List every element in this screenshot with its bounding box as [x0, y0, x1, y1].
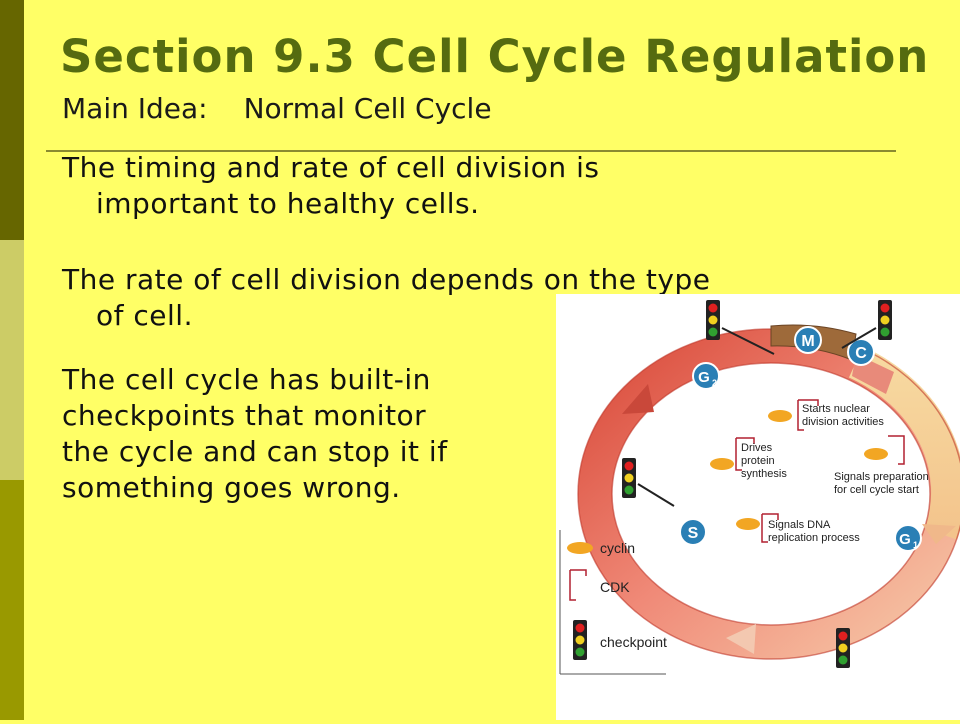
- phase-g1-label: G: [899, 531, 911, 548]
- label-nuclear-line-2: division activities: [802, 416, 884, 428]
- main-idea: Main Idea: Normal Cell Cycle: [62, 92, 492, 125]
- cyclin-icon: [736, 518, 760, 530]
- paragraph-checkpoints-line-1: The cell cycle has built-in: [62, 363, 431, 396]
- paragraph-checkpoints-line-3: the cycle and can stop it if: [62, 435, 448, 468]
- main-idea-text: Normal Cell Cycle: [243, 92, 492, 125]
- label-prep-line-2: for cell cycle start: [834, 484, 919, 496]
- slide-title: Section 9.3 Cell Cycle Regulation: [60, 30, 930, 83]
- cyclin-icon: [864, 448, 888, 460]
- checkpoint-light-top-right: [841, 300, 892, 349]
- checkpoint-light-left: [622, 458, 675, 507]
- cyclin-icon: [710, 458, 734, 470]
- label-dna-line-1: Signals DNA: [768, 519, 831, 531]
- phase-c-label: C: [855, 345, 867, 362]
- label-protein-line-2: protein: [741, 455, 775, 467]
- slide-sidebar: [0, 0, 24, 720]
- annotation-dna-replication: Signals DNA replication process: [736, 513, 860, 544]
- sidebar-band-bottom: [0, 480, 24, 720]
- legend-item-cdk: CDK: [569, 569, 630, 601]
- phase-g2-subscript: 2: [712, 378, 717, 388]
- arrowhead-g1: [922, 524, 956, 544]
- cyclin-icon: [768, 410, 792, 422]
- sidebar-band-top: [0, 0, 24, 240]
- phase-badge-s: S: [679, 518, 707, 546]
- cell-cycle-figure: M C G 2 S G 1: [556, 294, 960, 720]
- label-nuclear-line-1: Starts nuclear: [802, 403, 870, 415]
- paragraph-timing-line-2: important to healthy cells.: [96, 187, 480, 220]
- phase-m-label: M: [801, 333, 814, 350]
- g1-arc: [848, 346, 960, 540]
- legend-checkpoint-label: checkpoint: [600, 634, 667, 650]
- phase-badge-c: C: [847, 338, 875, 366]
- cdk-icon: [569, 569, 587, 601]
- label-protein-line-3: synthesis: [741, 468, 787, 480]
- paragraph-rate: The rate of cell division depends on the…: [62, 262, 922, 334]
- paragraph-checkpoints: The cell cycle has built-in checkpoints …: [62, 362, 582, 506]
- legend-item-checkpoint: checkpoint: [573, 620, 667, 660]
- phase-badge-g1: G 1: [894, 524, 922, 552]
- arrowhead-s: [726, 624, 756, 654]
- annotation-protein-synthesis: Drives protein synthesis: [710, 437, 787, 480]
- arrowhead-g2: [622, 384, 654, 414]
- phase-badge-m: M: [794, 326, 822, 354]
- label-prep-line-1: Signals preparation: [834, 471, 929, 483]
- cell-cycle-diagram: M C G 2 S G 1: [559, 300, 960, 675]
- ring-inner-edge: [611, 362, 931, 626]
- legend-cdk-label: CDK: [600, 579, 630, 595]
- label-dna-line-2: replication process: [768, 532, 860, 544]
- cdk-icon: [761, 513, 779, 543]
- paragraph-timing: The timing and rate of cell division is …: [62, 150, 882, 222]
- phase-g2-label: G: [698, 369, 710, 386]
- paragraph-rate-line-1: The rate of cell division depends on the…: [62, 263, 711, 296]
- paragraph-rate-line-2: of cell.: [96, 299, 193, 332]
- main-idea-label: Main Idea:: [62, 92, 208, 125]
- cdk-icon: [797, 399, 819, 431]
- cyclin-icon: [567, 542, 593, 554]
- phase-g1-subscript: 1: [913, 540, 918, 550]
- sidebar-band-middle: [0, 240, 24, 480]
- legend: cyclin CDK checkpoint: [559, 530, 667, 675]
- paragraph-timing-line-1: The timing and rate of cell division is: [62, 151, 600, 184]
- paragraph-checkpoints-line-4: something goes wrong.: [62, 471, 401, 504]
- annotation-nuclear-division: Starts nuclear division activities: [768, 399, 884, 431]
- checkpoint-light-top-left: [706, 300, 775, 355]
- legend-item-cyclin: cyclin: [567, 540, 635, 556]
- phase-badge-g2: G 2: [692, 362, 720, 390]
- legend-cyclin-label: cyclin: [600, 540, 635, 556]
- phase-s-label: S: [688, 525, 699, 542]
- cycle-ring: [577, 324, 960, 660]
- annotation-cycle-start: Signals preparation for cell cycle start: [834, 435, 929, 496]
- title-divider: [46, 150, 896, 152]
- paragraph-checkpoints-line-2: checkpoints that monitor: [62, 399, 427, 432]
- cdk-icon: [735, 437, 755, 471]
- cdk-icon: [888, 435, 905, 465]
- checkpoint-light-bottom: [836, 628, 850, 668]
- label-protein-line-1: Drives: [741, 442, 773, 454]
